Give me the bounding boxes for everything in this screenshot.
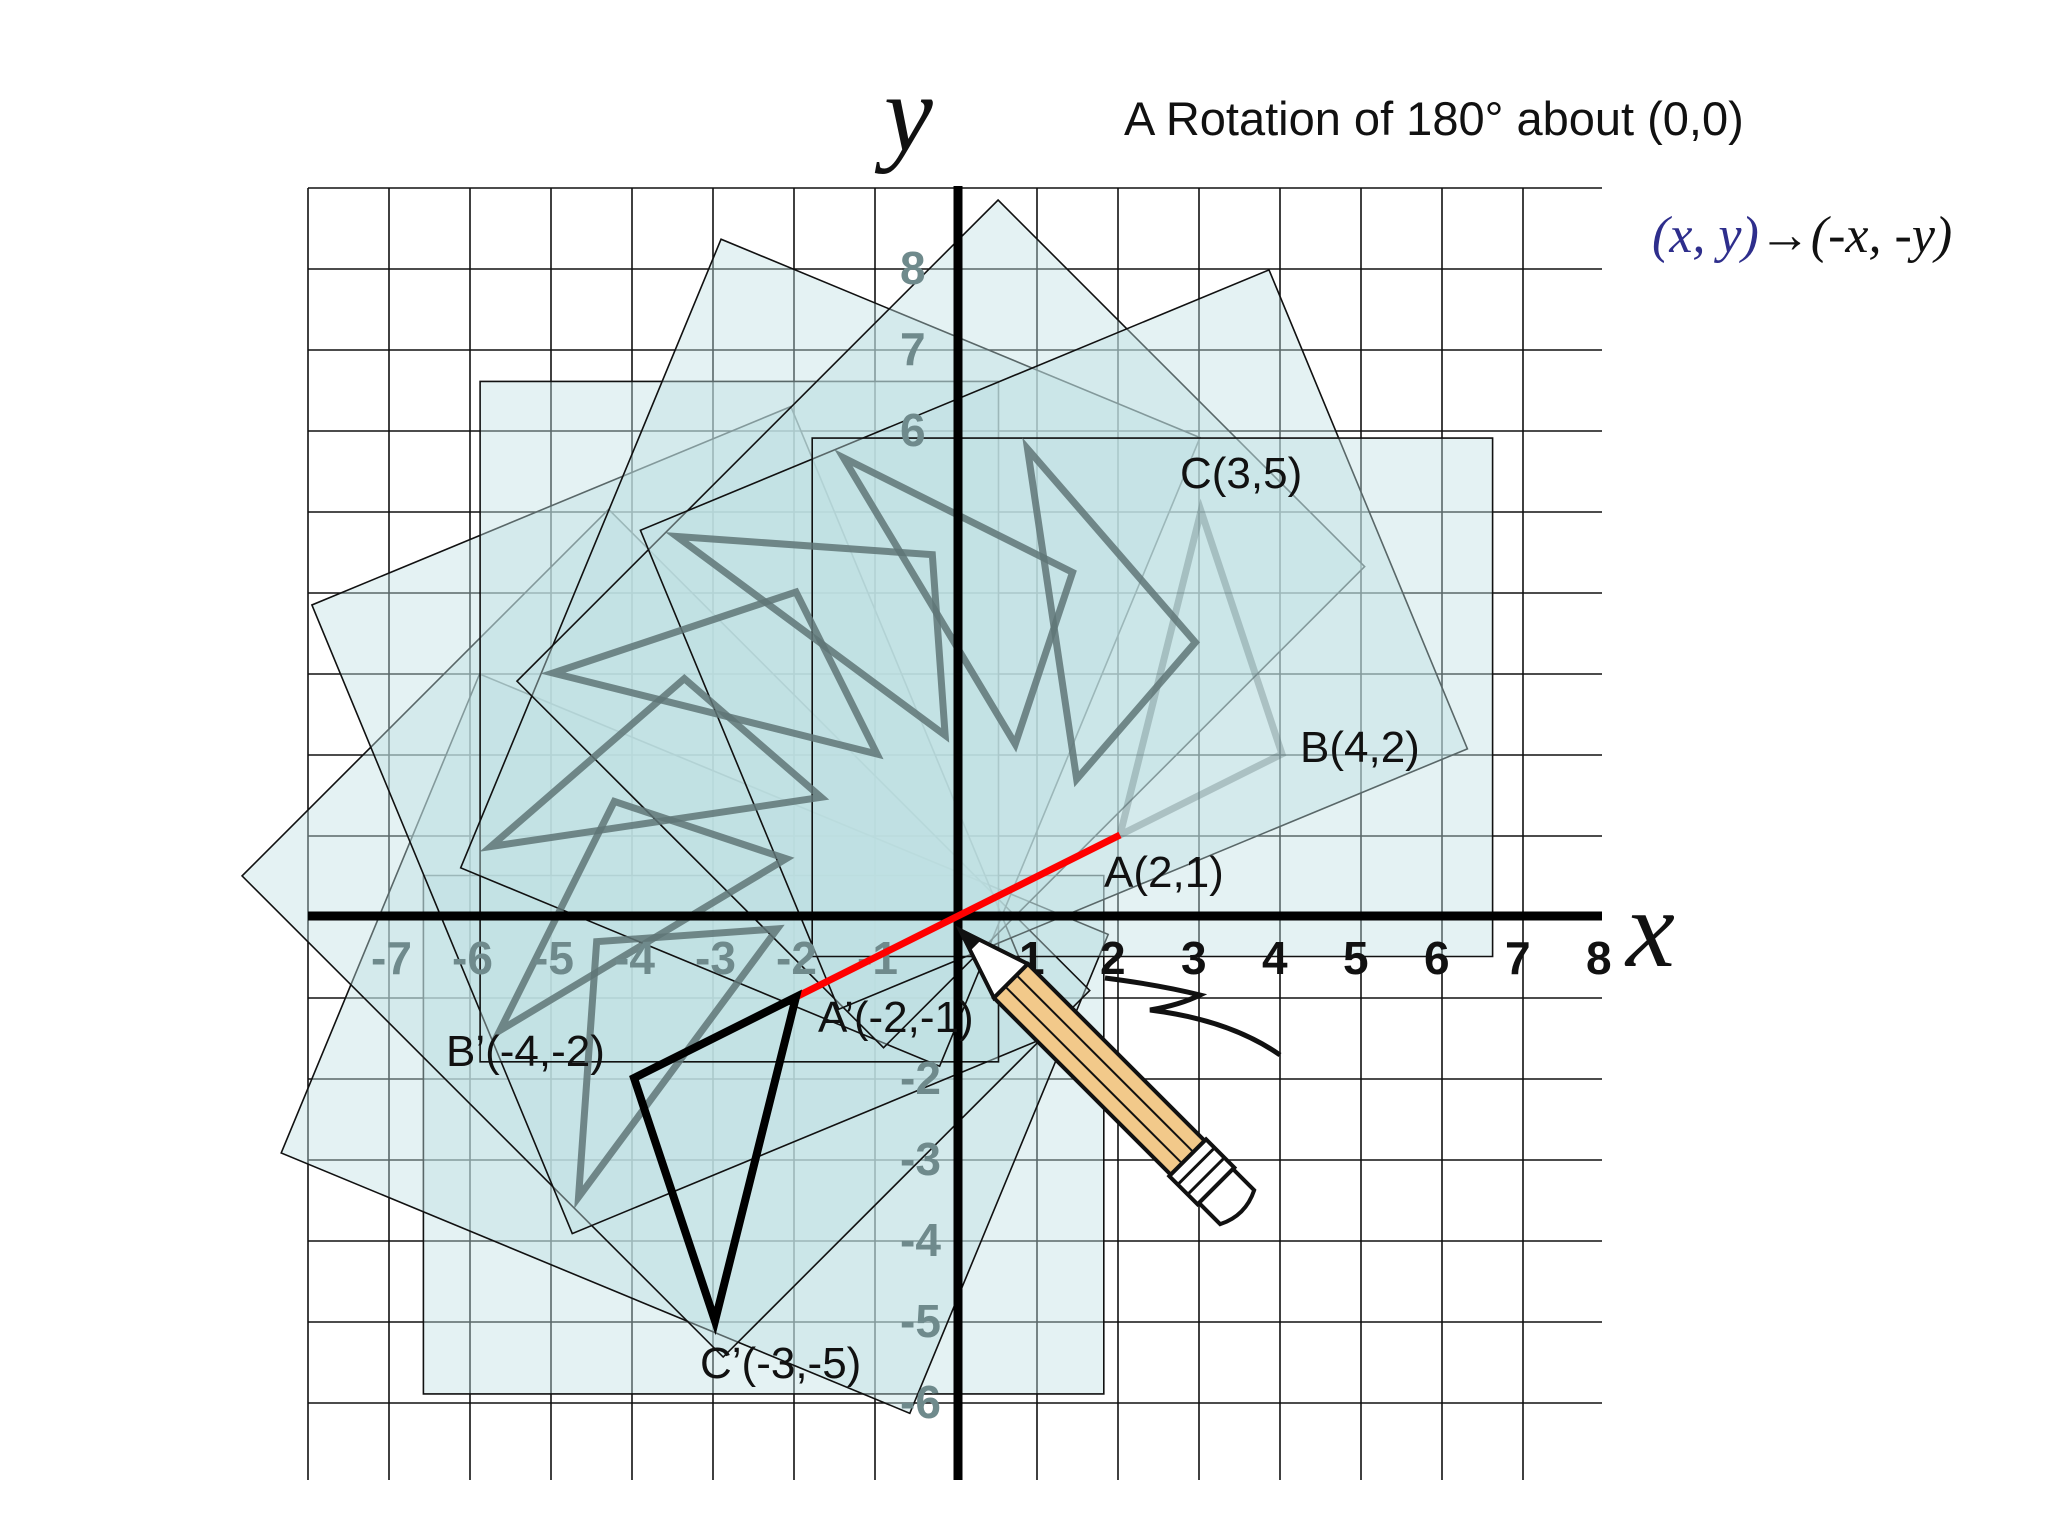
label-b: B(4,2): [1300, 723, 1420, 772]
x-tick-label: -5: [533, 932, 574, 984]
x-tick-label: -2: [776, 932, 817, 984]
y-tick-label: 7: [900, 323, 926, 375]
rotation-sheets: [240, 198, 1494, 1415]
label-c-prime: C’(-3,-5): [700, 1339, 861, 1388]
rule-arrow: →: [1759, 207, 1811, 264]
y-tick-label: -2: [900, 1052, 941, 1104]
page-title: A Rotation of 180° about (0,0): [1124, 92, 1744, 145]
x-axis-name: x: [1624, 868, 1675, 990]
x-tick-label: 3: [1181, 932, 1207, 984]
x-tick-label: -3: [695, 932, 736, 984]
label-a: A(2,1): [1104, 848, 1224, 897]
x-tick-label: -7: [371, 932, 412, 984]
label-a-prime: A’(-2,-1): [818, 993, 974, 1042]
ghost-triangle: [540, 587, 884, 760]
ghost-triangle: [1022, 437, 1200, 788]
y-tick-label: -6: [900, 1376, 941, 1428]
tick-labels: -7-6-5-4-3-2-112345678876-2-3-4-5-6: [371, 242, 1612, 1428]
x-tick-label: 2: [1100, 932, 1126, 984]
x-tick-label: 5: [1343, 932, 1369, 984]
x-tick-label: -4: [614, 932, 655, 984]
rule-from: (x, y): [1652, 207, 1759, 264]
y-tick-label: 8: [900, 242, 926, 294]
rotation-rule: (x, y)→(-x, -y): [1652, 207, 1952, 264]
label-b-prime: B’(-4,-2): [446, 1027, 605, 1076]
image-triangle: [629, 989, 802, 1336]
y-tick-label: -4: [900, 1214, 941, 1266]
y-tick-label: 6: [900, 404, 926, 456]
ghost-triangle: [574, 924, 785, 1209]
ghost-triangle: [665, 532, 950, 743]
rotation-segment: [794, 831, 1122, 1001]
rotation-sheet: [811, 437, 1494, 958]
ghost-triangle: [479, 674, 830, 852]
x-tick-label: -6: [452, 932, 493, 984]
x-tick-label: 6: [1424, 932, 1450, 984]
pencil-icon: [955, 925, 1282, 1227]
y-axis-name: y: [874, 52, 933, 174]
x-tick-label: 7: [1505, 932, 1531, 984]
rule-to: (-x, -y): [1811, 207, 1952, 264]
y-tick-label: -5: [900, 1295, 941, 1347]
y-tick-label: -3: [900, 1133, 941, 1185]
ghost-triangle: [1114, 498, 1287, 842]
label-c: C(3,5): [1180, 449, 1302, 498]
x-tick-label: 4: [1262, 932, 1288, 984]
x-tick-label: 8: [1586, 932, 1612, 984]
